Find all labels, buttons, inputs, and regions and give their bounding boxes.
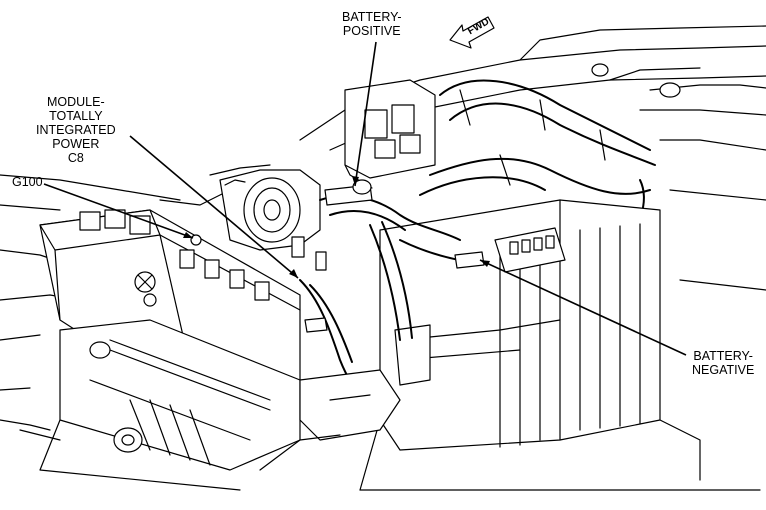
leader-module	[129, 135, 299, 279]
engine-intake	[209, 164, 321, 251]
module-label-line4: POWER	[52, 137, 100, 151]
battery-cables	[291, 179, 485, 401]
lower-center-mount	[259, 369, 401, 471]
leader-g100	[43, 183, 194, 239]
forward-direction-arrow: FWD	[449, 16, 495, 49]
g100-label: G100	[12, 175, 43, 189]
battery-negative-label-line1: BATTERY-	[693, 349, 753, 363]
leader-lines	[43, 41, 687, 356]
battery-tray	[359, 199, 761, 491]
leader-battery-negative	[479, 259, 687, 356]
battery-positive-callout: BATTERY- POSITIVE	[342, 10, 402, 38]
connector-block	[494, 227, 566, 273]
battery-positive-label-line2: POSITIVE	[342, 24, 401, 38]
module-label-line5: C8	[67, 151, 84, 165]
relay-block	[344, 79, 436, 189]
module-label-line3: INTEGRATED	[36, 123, 116, 137]
battery-positive-label-line1: BATTERY-	[342, 10, 402, 24]
leader-battery-positive	[354, 41, 377, 187]
battery-negative-label-line2: NEGATIVE	[692, 363, 755, 377]
module-callout: MODULE- TOTALLY INTEGRATED POWER C8	[36, 95, 116, 165]
battery-negative-callout: BATTERY- NEGATIVE	[692, 349, 754, 377]
lower-left-assembly	[19, 319, 301, 491]
module-label-line1: MODULE-	[46, 95, 105, 109]
module-label-line2: TOTALLY	[49, 109, 103, 123]
g100-callout: G100	[12, 175, 43, 189]
wiring-harness	[419, 79, 656, 257]
